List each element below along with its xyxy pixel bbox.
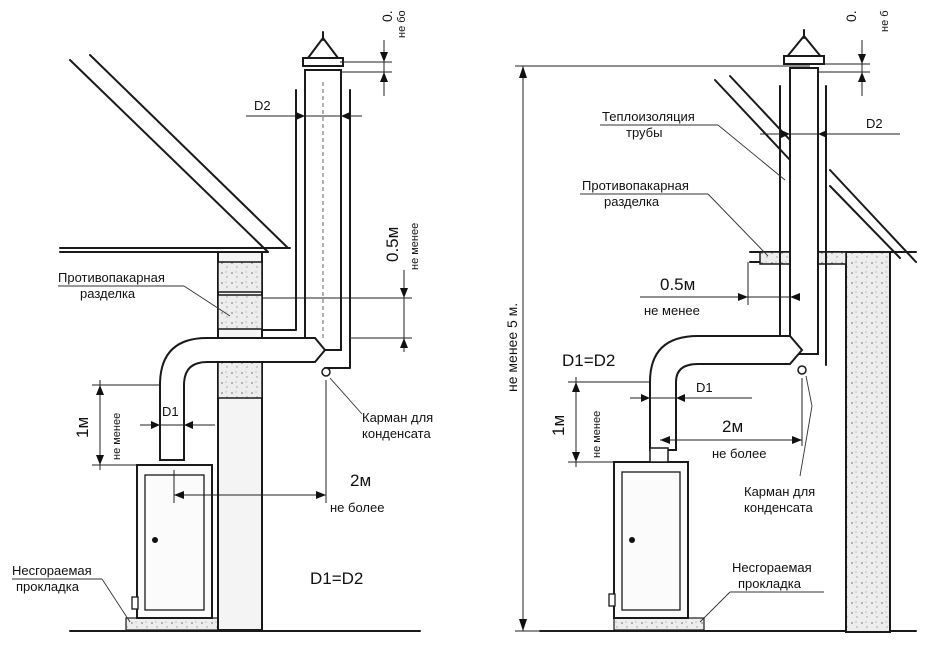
right-top-dim-note: не б — [879, 10, 891, 32]
left-1m-dimension — [92, 380, 160, 470]
right-gasket — [613, 617, 705, 631]
right-insulation-label-2: трубы — [626, 125, 662, 140]
left-top-dim-note: не бо — [396, 10, 408, 38]
left-wall — [217, 251, 263, 631]
right-scheme: не менее 5 м. — [504, 10, 917, 633]
right-gasket-label-1: Несгораемая — [732, 560, 812, 575]
left-pocket-label-2: конденсата — [362, 426, 431, 441]
left-1m-value: 1м — [73, 417, 92, 438]
right-d2-label: D2 — [866, 116, 883, 131]
right-05-dimension — [640, 262, 800, 305]
right-1m-value: 1м — [549, 415, 568, 436]
right-chimney-cap — [783, 29, 825, 65]
right-height-note: не менее 5 м. — [504, 303, 520, 392]
left-equation: D1=D2 — [310, 569, 363, 588]
right-partition-label-2: разделка — [604, 194, 660, 209]
left-05-dimension — [262, 270, 412, 352]
left-scheme: 0. не бо D2 0.5м не менее Противопакарна… — [12, 10, 433, 632]
left-roof — [59, 54, 291, 253]
right-2m-value: 2м — [722, 417, 743, 436]
right-d1-label: D1 — [696, 380, 713, 395]
right-2m-dimension — [660, 378, 803, 446]
left-1m-note: не менее — [111, 413, 123, 460]
right-equation: D1=D2 — [562, 351, 615, 370]
right-pocket-label-1: Карман для — [744, 484, 815, 499]
left-boiler — [131, 464, 213, 619]
left-top-dimension — [340, 40, 392, 96]
left-2m-value: 2м — [350, 471, 371, 490]
left-05-note: не менее — [409, 223, 421, 270]
right-2m-note: не более — [712, 446, 766, 461]
right-condensate-pocket — [797, 365, 807, 375]
left-outer-shell — [261, 89, 297, 331]
right-1m-dimension — [568, 377, 650, 467]
right-top-dimension — [818, 40, 870, 96]
right-top-dim-value: 0. — [843, 10, 859, 22]
left-partition-label-1: Противопакарная — [58, 270, 165, 285]
right-partition-label-1: Противопакарная — [582, 178, 689, 193]
right-chimney-pipe — [789, 67, 819, 355]
right-height-dimension — [515, 65, 810, 632]
left-d1-label: D1 — [162, 404, 179, 419]
right-wall — [759, 251, 891, 633]
left-2m-dimension — [173, 380, 327, 503]
right-05-value: 0.5м — [660, 275, 695, 294]
left-chimney-cap — [302, 31, 344, 67]
left-top-dim-value: 0. — [379, 10, 395, 22]
left-d2-label: D2 — [254, 98, 271, 113]
left-partition-label-2: разделка — [80, 286, 136, 301]
right-gasket-label-2: прокладка — [738, 576, 802, 591]
left-pocket-label-1: Карман для — [362, 410, 433, 425]
left-condensate-pocket — [321, 367, 331, 377]
right-05-note: не менее — [644, 303, 700, 318]
left-gasket-label-1: Несгораемая — [12, 563, 92, 578]
left-2m-note: не более — [330, 500, 384, 515]
left-gasket — [125, 617, 219, 631]
left-05-value: 0.5м — [383, 227, 402, 262]
right-pocket-label-2: конденсата — [744, 500, 813, 515]
right-1m-note: не менее — [591, 411, 603, 458]
left-connector-pipe — [159, 337, 327, 461]
left-gasket-label-2: прокладка — [16, 579, 80, 594]
right-insulation-label-1: Теплоизоляция — [602, 109, 695, 124]
right-boiler — [608, 447, 689, 619]
right-connector-pipe — [649, 335, 804, 451]
